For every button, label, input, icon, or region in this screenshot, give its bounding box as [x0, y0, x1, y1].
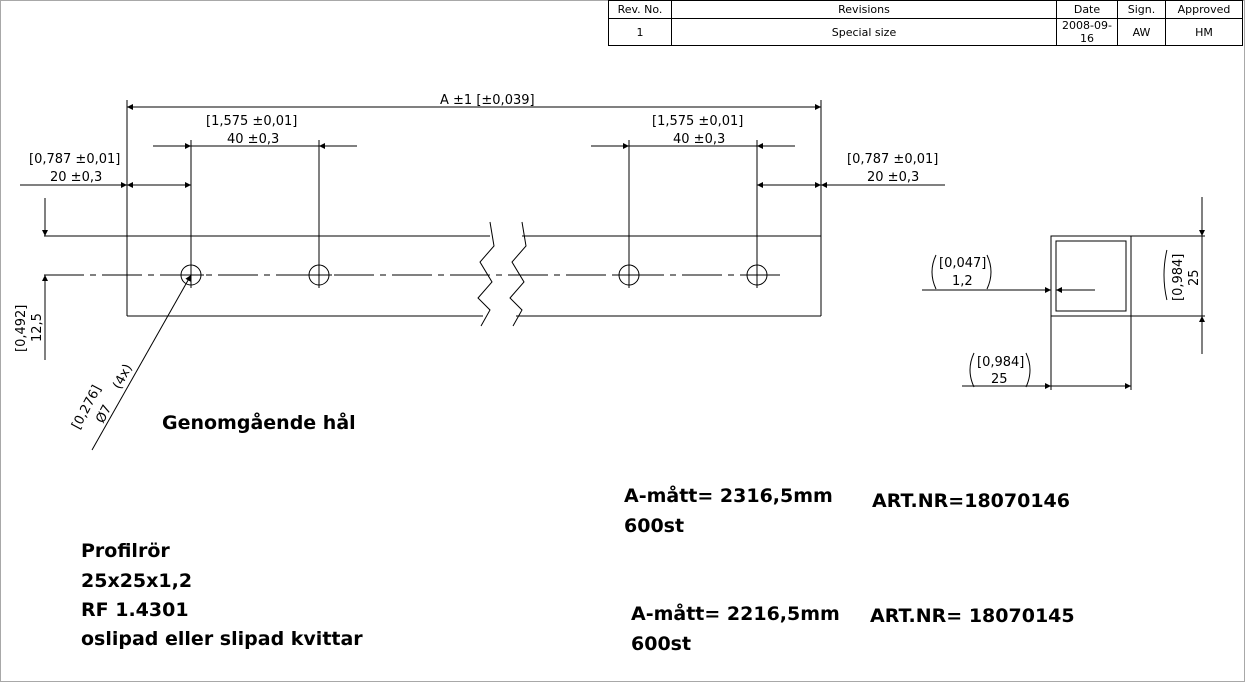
dim-centre-mm: 12,5 — [30, 313, 45, 342]
profile-line-3: RF 1.4301 — [81, 599, 189, 621]
revision-table: Rev. No. Revisions Date Sign. Approved 1… — [608, 0, 1243, 46]
cell-sign: AW — [1117, 18, 1166, 46]
dim-section-width-inch: [0,984] — [977, 355, 1024, 370]
cell-date: 2008-09-16 — [1056, 18, 1118, 46]
dim-edge-right-inch: [0,787 ±0,01] — [847, 152, 938, 167]
dim-hole-count: (4x) — [110, 362, 136, 392]
dim-wall-inch: [0,047] — [939, 256, 986, 271]
variant2-qty: 600st — [631, 633, 692, 655]
variant2-amount: A-mått= 2216,5mm — [631, 603, 840, 625]
variant1-art: ART.NR=18070146 — [872, 490, 1070, 512]
variant1-qty: 600st — [624, 515, 685, 537]
tube-section-view — [922, 197, 1205, 390]
cell-rev-no: 1 — [608, 18, 672, 46]
dim-centre-inch: [0,492] — [14, 305, 29, 352]
hole-leader — [91, 274, 192, 451]
dim-section-width-mm: 25 — [991, 372, 1008, 387]
dim-edge-left-mm: 20 ±0,3 — [50, 170, 102, 185]
cell-approved: HM — [1165, 18, 1243, 46]
dim-pitch-left-inch: [1,575 ±0,01] — [206, 114, 297, 129]
hole-note: Genomgående hål — [162, 412, 356, 434]
header-approved: Approved — [1165, 0, 1243, 19]
tube-side-view — [126, 221, 822, 327]
variant1-amount: A-mått= 2316,5mm — [624, 485, 833, 507]
profile-line-1: Profilrör — [81, 540, 170, 562]
dim-edge-left-inch: [0,787 ±0,01] — [29, 152, 120, 167]
profile-line-4: oslipad eller slipad kvittar — [81, 628, 363, 650]
dim-edge-right-mm: 20 ±0,3 — [867, 170, 919, 185]
dim-overall: A ±1 [±0,039] — [440, 93, 535, 108]
dim-pitch-right-inch: [1,575 ±0,01] — [652, 114, 743, 129]
dim-section-height-mm: 25 — [1187, 269, 1202, 286]
dim-hole-dia: Ø7 — [93, 402, 115, 425]
dim-wall-mm: 1,2 — [952, 274, 973, 289]
profile-line-2: 25x25x1,2 — [81, 570, 193, 592]
dim-pitch-left-mm: 40 ±0,3 — [227, 132, 279, 147]
revision-table-header: Rev. No. Revisions Date Sign. Approved — [608, 0, 1243, 19]
dim-section-height-inch: [0,984] — [1171, 254, 1186, 301]
dim-pitch-right-mm: 40 ±0,3 — [673, 132, 725, 147]
revision-row: 1 Special size 2008-09-16 AW HM — [608, 18, 1243, 46]
cell-revision: Special size — [671, 18, 1057, 46]
variant2-art: ART.NR= 18070145 — [870, 605, 1075, 627]
